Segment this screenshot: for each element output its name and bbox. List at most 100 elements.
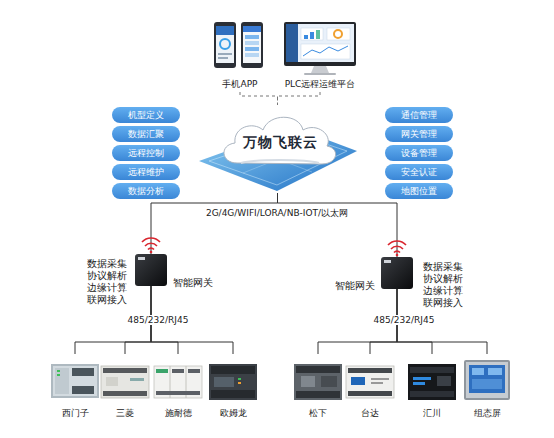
schneider-part <box>156 369 168 373</box>
omron-part <box>214 377 234 387</box>
label-backdrop: 485/232/RJ45 <box>372 315 437 325</box>
inovance-part <box>410 391 454 397</box>
hmi-part <box>466 362 508 398</box>
plc-device: 施耐德 <box>153 354 203 418</box>
gw-part <box>381 257 413 289</box>
mitsubishi-part <box>103 391 147 396</box>
phone-part <box>220 39 230 49</box>
pill-label: 通信管理 <box>385 107 453 123</box>
gw-part <box>148 248 154 249</box>
hmi-part <box>464 360 510 400</box>
app-node: 手机APP <box>212 20 268 92</box>
cloud-node: 万物飞联云 <box>195 105 360 193</box>
monitor-illustration <box>282 20 358 76</box>
phone-part <box>243 26 261 32</box>
node-label: 万物飞联云 <box>230 133 330 151</box>
siemens-part <box>57 370 60 372</box>
plc-device: 松下 <box>293 354 343 418</box>
inovance-part <box>413 377 431 380</box>
plc-device: 三菱 <box>100 354 150 418</box>
interface-label: 485/232/RJ45 <box>118 315 198 325</box>
inovance-part <box>410 367 454 373</box>
monitor-part <box>284 22 356 66</box>
phone-illustration <box>212 20 268 76</box>
schneider-part <box>172 369 184 373</box>
omron-part <box>238 378 241 380</box>
network-label: 2G/4G/WIFI/LORA/NB-IOT/以太网 <box>177 207 377 220</box>
pill-label: 地图位置 <box>385 183 453 199</box>
gw-part <box>142 238 160 242</box>
label-backdrop: 485/232/RJ45 <box>126 315 191 325</box>
gw-part <box>391 246 403 249</box>
function-pill: 数据分析 <box>112 183 180 199</box>
omron-part <box>238 382 241 384</box>
schneider-part <box>154 366 202 398</box>
panasonic-part <box>296 391 340 398</box>
phone-part <box>214 22 236 68</box>
pill-label: 设备管理 <box>385 145 453 161</box>
siemens-part <box>72 386 94 394</box>
mitsubishi-illustration <box>100 354 150 404</box>
monitor-part <box>334 30 342 38</box>
function-pill: 远程控制 <box>112 145 180 161</box>
function-pill: 远程维护 <box>112 164 180 180</box>
panasonic-illustration <box>293 354 343 404</box>
function-pill: 机型定义 <box>112 107 180 123</box>
gw-illustration <box>135 254 167 286</box>
gw-part <box>388 241 406 245</box>
schneider-part <box>156 391 200 395</box>
pill-label: 数据分析 <box>112 183 180 199</box>
gw-part <box>384 260 391 263</box>
node-label: 西门子 <box>42 407 108 419</box>
function-pill: 安全认证 <box>385 164 453 180</box>
pill-label: 网关管理 <box>385 126 453 142</box>
phone-part <box>218 57 228 59</box>
gw-part <box>145 243 157 246</box>
phone-part <box>243 26 261 63</box>
plc-device: 西门子 <box>50 354 100 418</box>
mitsubishi-part <box>103 368 147 373</box>
monitor-part <box>286 24 298 62</box>
pill-label: 远程控制 <box>112 145 180 161</box>
bus-connector <box>151 193 278 254</box>
monitor-part <box>304 73 336 75</box>
gateway-box: 数据采集 协议解析 边缘计算 联网接入智能网关 <box>135 254 167 286</box>
siemens-part <box>57 374 60 376</box>
node-label: 智能网关 <box>335 280 379 292</box>
gw-part <box>394 251 400 252</box>
siemens-part <box>55 368 69 394</box>
function-pill: 设备管理 <box>385 145 453 161</box>
function-pill: 数据汇聚 <box>112 126 180 142</box>
siemens-part <box>72 368 94 376</box>
node-label: PLC远程运维平台 <box>270 78 370 90</box>
node-label: 数据采集 协议解析 边缘计算 联网接入 <box>423 261 467 309</box>
delta-part <box>351 377 365 385</box>
gw-part <box>135 254 167 286</box>
node-label: 汇川 <box>399 407 465 419</box>
omron-part <box>211 366 255 374</box>
platform-node: PLC远程运维平台 <box>282 20 358 92</box>
plc-device: 组态屏 <box>462 354 512 418</box>
phone-part <box>218 53 232 55</box>
panasonic-part <box>294 364 342 400</box>
node-label: 手机APP <box>202 78 278 90</box>
gateway-box: 智能网关数据采集 协议解析 边缘计算 联网接入 <box>381 257 413 289</box>
omron-part <box>209 364 257 400</box>
pill-label: 数据汇聚 <box>112 126 180 142</box>
function-pill: 地图位置 <box>385 183 453 199</box>
pill-label: 机型定义 <box>112 107 180 123</box>
mitsubishi-part <box>101 366 149 398</box>
phone-part <box>245 53 259 57</box>
phone-part <box>245 47 259 51</box>
delta-part <box>348 391 392 396</box>
node-label: 台达 <box>337 407 403 419</box>
panasonic-part <box>301 376 315 387</box>
monitor-part <box>310 32 314 39</box>
node-label: 三菱 <box>92 407 158 419</box>
inovance-part <box>437 376 451 386</box>
hmi-part <box>472 379 502 389</box>
hmi-part <box>469 365 505 393</box>
delta-part <box>348 368 392 373</box>
inovance-illustration <box>407 354 457 404</box>
